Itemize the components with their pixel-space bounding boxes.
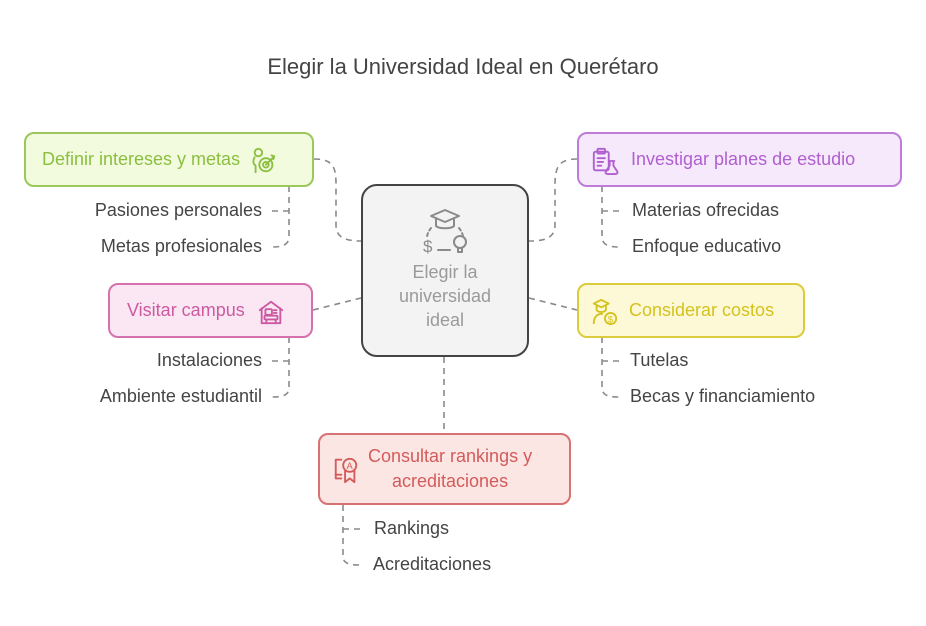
branch-label: Consultar rankings y acreditaciones: [368, 444, 532, 494]
list-item: Becas y financiamiento: [630, 386, 816, 406]
svg-text:$: $: [423, 237, 433, 256]
central-topic-label: Elegir la universidad ideal: [399, 260, 491, 332]
list-item: Instalaciones: [156, 350, 262, 370]
list-item: Rankings: [374, 518, 450, 538]
list-item: Enfoque educativo: [632, 236, 782, 256]
building-campus-icon: [257, 297, 285, 325]
list-item: Tutelas: [630, 350, 689, 370]
svg-text:A: A: [346, 461, 353, 471]
branch-label: Definir intereses y metas: [42, 149, 241, 169]
graduation-cap-dollar-lightbulb-cycle-icon: $: [419, 206, 471, 256]
central-topic-node: $ Elegir la universidad ideal: [361, 184, 529, 357]
person-target-icon: [250, 146, 278, 174]
clipboard-flask-icon: [591, 146, 619, 175]
branch-node-definir-intereses[interactable]: Definir intereses y metas: [24, 132, 314, 187]
branch-node-considerar-costos[interactable]: $ Considerar costos: [577, 283, 805, 338]
central-label-line-2: universidad: [398, 286, 492, 306]
branch-label-line-2: acreditaciones: [392, 471, 509, 491]
branch-label: Investigar planes de estudio: [631, 149, 856, 169]
branch-node-consultar-rankings[interactable]: A Consultar rankings y acreditaciones: [318, 433, 571, 505]
branch-label: Considerar costos: [629, 300, 775, 320]
branch-label-line-1: Consultar rankings y: [368, 446, 533, 466]
list-item: Acreditaciones: [373, 554, 492, 574]
branch-node-visitar-campus[interactable]: Visitar campus: [108, 283, 313, 338]
list-item: Metas profesionales: [100, 236, 262, 256]
list-item: Materias ofrecidas: [632, 200, 780, 220]
branch-label: Visitar campus: [127, 300, 245, 320]
central-label-line-1: Elegir la: [412, 262, 478, 282]
graduate-coin-icon: $: [591, 297, 619, 325]
list-item: Pasiones personales: [94, 200, 262, 220]
svg-text:$: $: [608, 314, 614, 324]
list-item: Ambiente estudiantil: [99, 386, 262, 406]
central-label-line-3: ideal: [425, 310, 465, 330]
branch-node-investigar-planes[interactable]: Investigar planes de estudio: [577, 132, 902, 187]
diagram-title: Elegir la Universidad Ideal en Querétaro: [267, 54, 659, 79]
certificate-award-icon: A: [332, 455, 360, 484]
